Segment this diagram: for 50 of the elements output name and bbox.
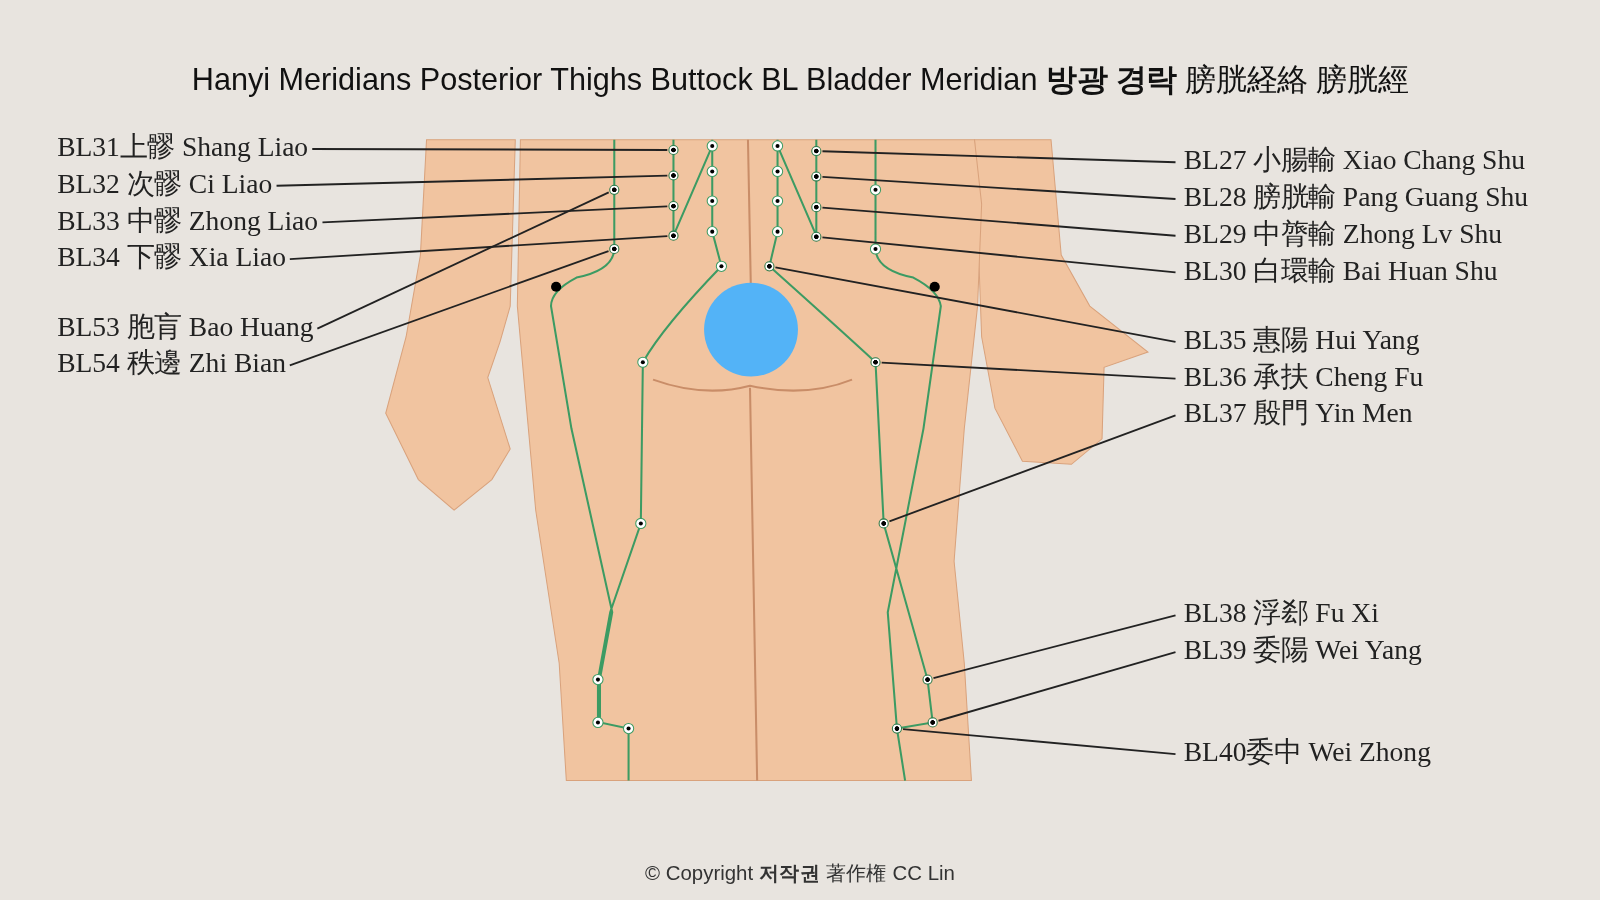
leader-line (821, 236, 1177, 274)
leader-line (821, 206, 1177, 237)
point-label: BL36 承扶 Cheng Fu (1183, 361, 1424, 392)
leader-line (932, 614, 1177, 679)
leader-line (316, 191, 610, 330)
acupoint-marker (668, 170, 679, 181)
point-label: BL53 胞肓 Bao Huang (57, 311, 314, 342)
acupoint-marker (811, 171, 822, 182)
point-label: BL28 膀胱輸 Pang Guang Shu (1183, 181, 1529, 213)
point-label: BL54 秩邊 Zhi Bian (57, 347, 286, 379)
leader-line (880, 361, 1177, 380)
point-label: BL38 浮郄 Fu Xi (1183, 597, 1379, 629)
acupoint-marker (609, 184, 620, 195)
acupoint-marker (878, 518, 889, 529)
point-label: BL35 惠陽 Hui Yang (1183, 324, 1420, 356)
point-label: BL34 下髎 Xia Liao (57, 241, 286, 273)
point-label: BL29 中膂輸 Zhong Lv Shu (1183, 218, 1503, 249)
leader-line (321, 205, 669, 224)
point-label: BL37 殷門 Yin Men (1183, 397, 1413, 429)
leader-line (288, 235, 669, 261)
point-label: BL33 中髎 Zhong Liao (57, 205, 319, 236)
point-label: BL40委中 Wei Zhong (1183, 736, 1431, 768)
leader-line (888, 414, 1177, 523)
leader-line (275, 174, 669, 187)
leader-line (288, 250, 610, 367)
acupoint-marker (668, 201, 679, 212)
acupoint-marker (927, 717, 938, 728)
acupoint-marker (891, 723, 903, 734)
acupoint-marker (668, 230, 679, 241)
leader-line (902, 728, 1177, 755)
acupoint-marker (811, 231, 822, 242)
point-label: BL30 白環輸 Bai Huan Shu (1183, 255, 1498, 286)
acupoint-marker (811, 202, 822, 213)
point-label: BL39 委陽 Wei Yang (1183, 634, 1422, 666)
acupoint-marker (764, 261, 775, 272)
copyright-notice: © Copyright 저작권 著作権 CC Lin (644, 860, 956, 886)
title: Hanyi Meridians Posterior Thighs Buttock BL Bladder Meridian 방광 경락 膀胱経絡 膀胱經 (190, 61, 1410, 99)
leader-line (774, 266, 1177, 343)
leader-line (937, 651, 1177, 722)
leader-line (821, 150, 1177, 164)
acupoint-marker (609, 243, 620, 255)
point-label: BL32 次髎 Ci Liao (57, 168, 273, 199)
leader-line (821, 176, 1177, 200)
point-label: BL27 小腸輸 Xiao Chang Shu (1183, 144, 1525, 176)
acupoint-marker (870, 357, 881, 368)
acupoint-marker (668, 144, 679, 156)
acupoint-marker (811, 145, 822, 157)
acupoint-marker (922, 674, 933, 685)
leader-line (311, 148, 669, 151)
point-label: BL31上髎 Shang Liao (57, 131, 309, 163)
